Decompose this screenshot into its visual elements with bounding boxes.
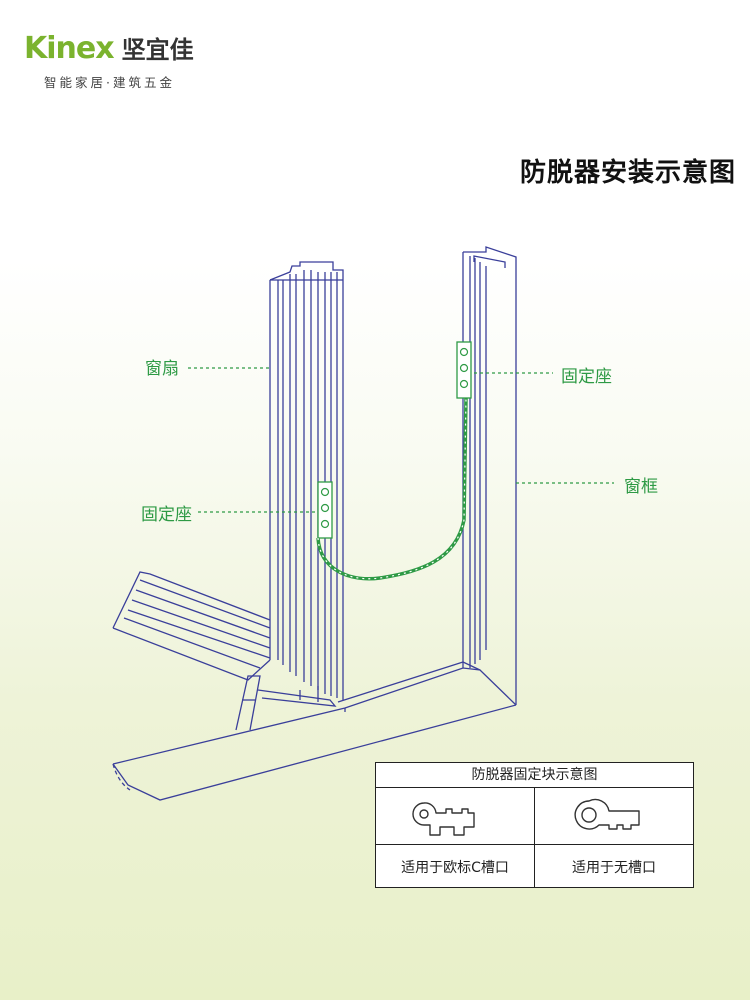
brand-logo: Kinex 坚宜佳 智能家居·建筑五金 [24,30,194,91]
label-sash: 窗扇 [145,359,179,379]
no-slot-block-icon [574,798,640,830]
legend-item: 适用于无槽口 [534,788,693,888]
sash-profile [269,261,344,700]
window-outline [112,246,517,801]
label-frame-mount: 固定座 [561,367,612,387]
legend-caption: 适用于无槽口 [572,859,656,876]
legend-title: 防脱器固定块示意图 [376,763,693,788]
brand-name: 坚宜佳 [121,36,194,64]
friction-stay [235,675,337,731]
brand-tagline: 智能家居·建筑五金 [44,75,175,90]
sash-rail [112,571,271,681]
legend-caption: 适用于欧标C槽口 [401,859,509,876]
legend-item: 适用于欧标C槽口 [376,788,534,888]
frame-sill [112,661,517,801]
label-sash-mount: 固定座 [141,505,192,525]
frame-mount-block [456,341,472,399]
brand-logo-text: Kinex [24,31,115,66]
safety-cable [316,397,468,581]
legend-grid: 适用于欧标C槽口 适用于无槽口 [376,788,693,888]
page-title: 防脱器安装示意图 [519,158,736,188]
sash-mount-block [317,481,333,539]
label-frame: 窗框 [624,477,658,497]
mount-block-legend: 防脱器固定块示意图 适用于欧标C槽口 适用于无槽口 [375,762,694,888]
brand-wordmark: Kinex 坚宜佳 [24,30,194,66]
c-slot-block-icon [412,802,475,836]
frame-profile [462,246,517,705]
callout-leaders [188,367,614,513]
